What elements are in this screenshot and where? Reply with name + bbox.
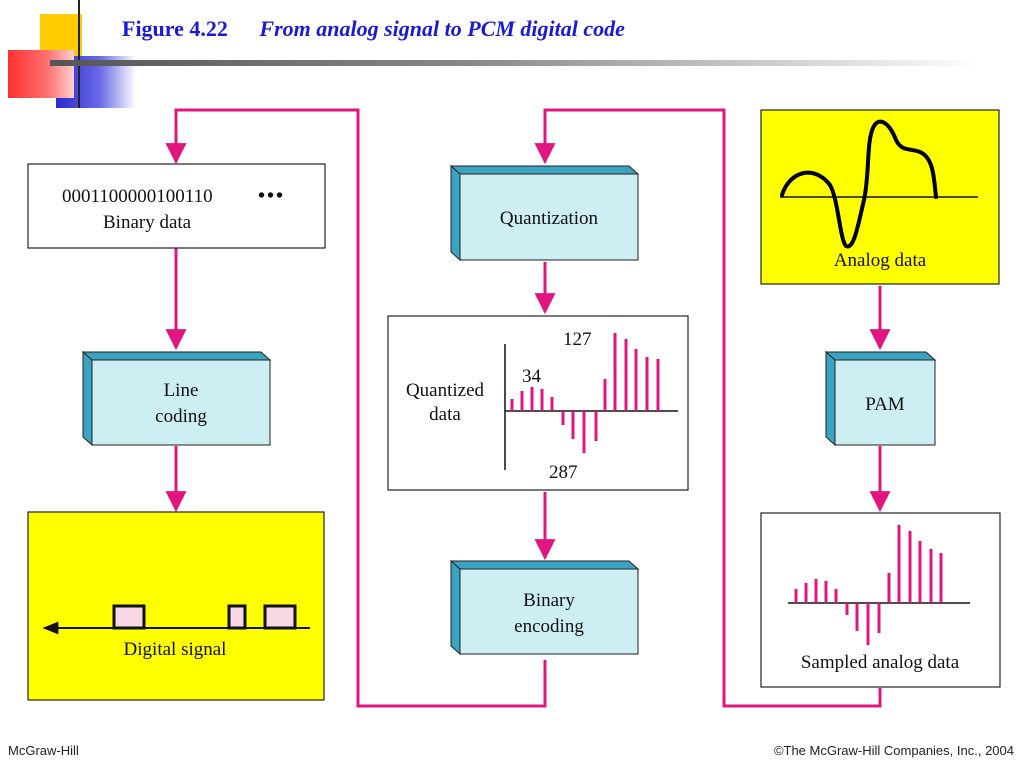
binary-encoding-line1: Binary [523, 590, 575, 611]
digital-pulse-3 [263, 604, 297, 630]
quantized-sample-bars [510, 333, 660, 453]
pam-label: PAM [865, 394, 905, 415]
pam-box: PAM [824, 350, 937, 447]
analog-waveform [780, 119, 938, 249]
decor-vertical-line [78, 0, 80, 108]
binary-encoding-box: Binary encoding [449, 559, 640, 656]
binary-encoding-line2: encoding [514, 616, 584, 637]
line-coding-line1: Line [164, 380, 199, 401]
digital-pulse-1 [112, 604, 146, 630]
footer-publisher: McGraw-Hill [8, 743, 79, 758]
quantized-value-low: 287 [549, 462, 578, 483]
sampled-analog-label: Sampled analog data [801, 652, 960, 673]
analog-data-box: Analog data [760, 109, 1000, 285]
binary-data-label: Binary data [103, 212, 192, 233]
quantized-data-box: Quantized data 127 34 287 [387, 315, 689, 491]
sampled-analog-box: Sampled analog data [760, 512, 1001, 688]
decor-red-square [8, 50, 74, 98]
figure-number: Figure 4.22 [122, 16, 228, 41]
connector-encoding-to-binarydata [165, 108, 547, 708]
connector-lines [165, 108, 891, 708]
quantization-label: Quantization [500, 208, 599, 229]
digital-signal-box: Digital signal [27, 511, 325, 701]
line-coding-box: Line coding [81, 350, 272, 447]
quantized-label-line2: data [429, 404, 461, 425]
line-coding-line2: coding [155, 406, 207, 427]
quantized-label-line1: Quantized [406, 380, 485, 401]
binary-data-box: 0001100000100110 ••• Binary data [27, 163, 326, 249]
quantization-box: Quantization [449, 164, 640, 262]
binary-dots: ••• [258, 185, 285, 207]
binary-bits: 0001100000100110 [62, 186, 213, 207]
figure-caption: From analog signal to PCM digital code [259, 16, 625, 41]
sampled-sample-bars [794, 525, 943, 645]
title-underline [50, 60, 980, 66]
digital-signal-label: Digital signal [124, 639, 227, 660]
footer-copyright: ©The McGraw-Hill Companies, Inc., 2004 [773, 743, 1014, 758]
connector-sampled-to-quantization [534, 108, 882, 708]
quantized-value-high: 127 [563, 329, 592, 350]
page-title: Figure 4.22 From analog signal to PCM di… [122, 16, 625, 42]
analog-data-label: Analog data [834, 250, 927, 271]
quantized-value-mid: 34 [522, 366, 542, 387]
digital-pulse-2 [227, 604, 247, 630]
